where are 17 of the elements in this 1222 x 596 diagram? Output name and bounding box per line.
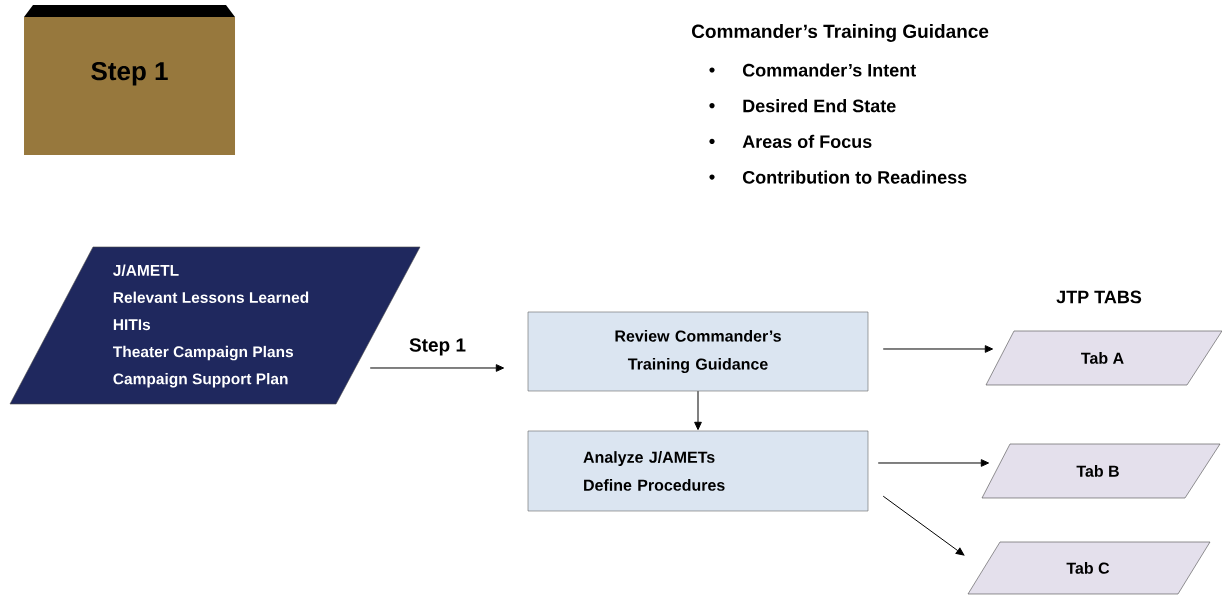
bullet-item: Areas of Focus xyxy=(709,134,872,148)
bullet-item: Desired End State xyxy=(709,99,896,113)
bullet-item: Contribution to Readiness xyxy=(709,170,967,184)
step-box: Step 1 xyxy=(24,5,235,155)
process-box: Analyze J/AMETs Define Procedures xyxy=(527,430,869,512)
column-heading: JTP TABS xyxy=(1056,290,1142,304)
tab-parallelogram: Tab A xyxy=(985,330,1222,386)
tab-parallelogram: Tab B xyxy=(981,443,1221,499)
arrow xyxy=(882,345,994,353)
heading: Commander’s Training Guidance xyxy=(692,24,989,42)
bullet-item: Commander’s Intent xyxy=(709,63,916,77)
arrow xyxy=(877,459,990,467)
arrow xyxy=(369,364,505,372)
arrow xyxy=(882,495,965,556)
arrow xyxy=(694,390,702,431)
process-box: Review Commander’s Training Guidance xyxy=(527,311,869,392)
tab-parallelogram: Tab C xyxy=(967,541,1211,595)
